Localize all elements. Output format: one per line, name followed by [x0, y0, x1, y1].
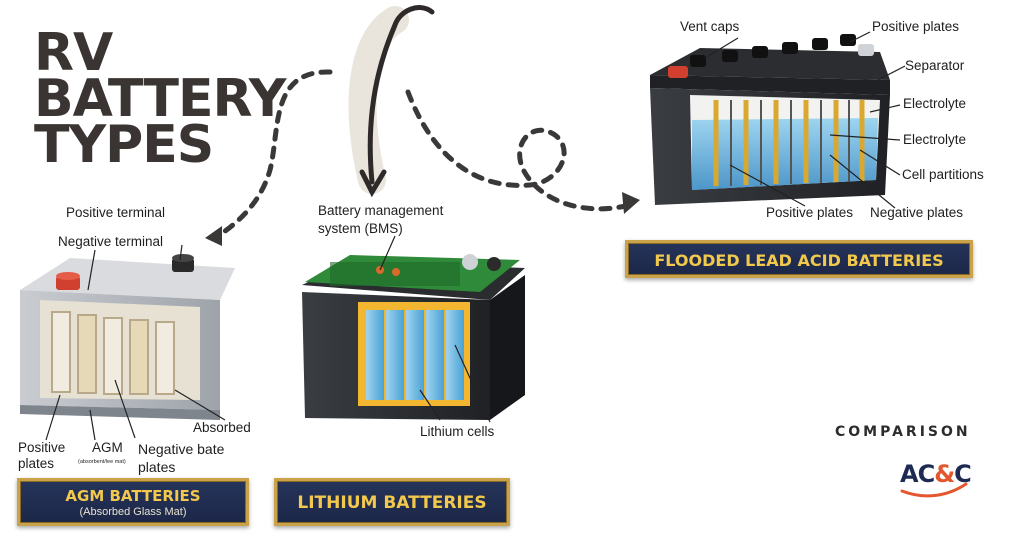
label-cell-partitions: Cell partitions — [902, 167, 984, 182]
acc-logo: AC&C — [900, 460, 972, 488]
arrow-to-agm — [212, 69, 333, 241]
agm-banner-subtitle: (Absorbed Glass Mat) — [79, 506, 187, 518]
arrow-head-agm — [205, 226, 222, 246]
lithium-battery-illustration — [302, 254, 525, 420]
label-lithium-cells: Lithium cells — [420, 424, 495, 439]
label-positive-plates-top: Positive plates — [872, 19, 960, 34]
agm-banner-title: AGM BATTERIES — [65, 487, 201, 505]
title-line-2: BATTERY — [34, 69, 286, 129]
label-agm-negative-plates: Negative bate plates — [138, 441, 225, 475]
label-agm: AGM — [92, 440, 123, 455]
page-title: RV BATTERY TYPES — [34, 23, 286, 175]
label-electrolyte-1: Electrolyte — [903, 96, 967, 111]
logo-c: C — [954, 460, 972, 488]
label-separator: Separator — [905, 58, 965, 73]
arrow-to-flooded — [405, 89, 633, 212]
label-positive-plates-bottom: Positive plates — [766, 205, 854, 220]
flooded-banner: FLOODED LEAD ACID BATTERIES — [625, 240, 973, 278]
lithium-banner-title: LITHIUM BATTERIES — [297, 493, 487, 513]
label-agm-positive-plates: Positive plates — [18, 440, 66, 471]
agm-battery-illustration — [20, 254, 235, 420]
label-vent-caps: Vent caps — [680, 19, 740, 34]
flooded-battery-illustration — [650, 34, 890, 205]
logo-ac: AC — [900, 460, 935, 488]
label-electrolyte-2: Electrolyte — [903, 132, 967, 147]
label-bms: Battery management system (BMS) — [318, 203, 444, 236]
arrow-to-lithium — [348, 5, 435, 198]
label-absorbed: Absorbed — [193, 420, 251, 435]
label-positive-terminal: Positive terminal — [66, 205, 166, 220]
label-negative-terminal: Negative terminal — [58, 234, 164, 249]
logo-ampersand: & — [934, 460, 955, 488]
label-agm-mat: (absorbent/lee mat) — [78, 459, 126, 465]
title-line-1: RV — [34, 23, 113, 83]
title-line-3: TYPES — [34, 115, 214, 175]
agm-banner: AGM BATTERIES (Absorbed Glass Mat) — [17, 478, 249, 526]
leader-lines — [45, 31, 906, 441]
label-negative-plates: Negative plates — [870, 205, 964, 220]
arrow-head-flooded — [622, 192, 640, 214]
lithium-banner: LITHIUM BATTERIES — [274, 478, 510, 526]
comparison-label: COMPARISON — [835, 424, 971, 440]
flooded-banner-title: FLOODED LEAD ACID BATTERIES — [654, 251, 944, 270]
